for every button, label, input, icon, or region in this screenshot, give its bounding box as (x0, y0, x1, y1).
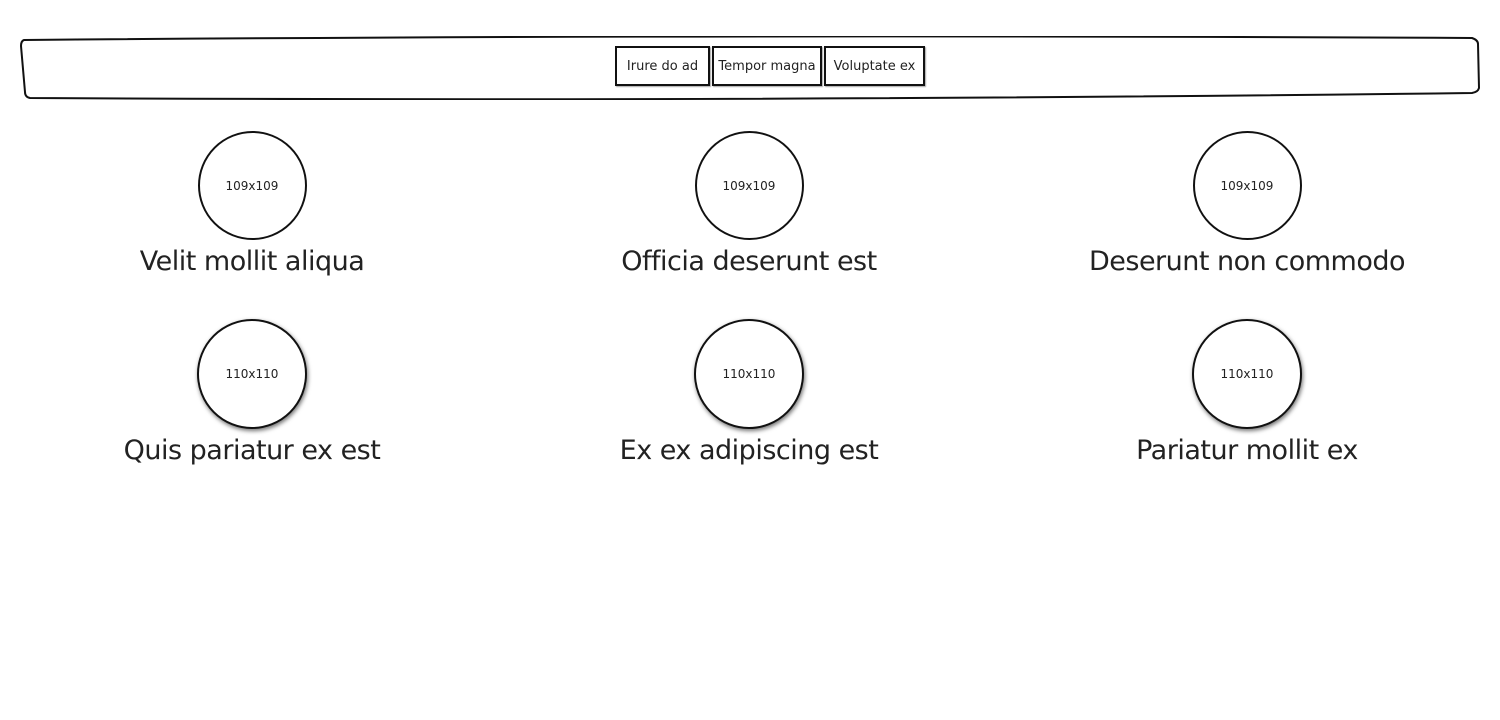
nav-button-group: Irure do ad Tempor magna Voluptate ex (615, 46, 925, 86)
card-officia: 109x109 Officia deserunt est (499, 131, 999, 277)
card-caption: Ex ex adipiscing est (619, 435, 879, 466)
nav-button-irure[interactable]: Irure do ad (615, 46, 710, 86)
card-caption: Velit mollit aliqua (139, 246, 365, 277)
card-caption: Officia deserunt est (621, 246, 877, 277)
image-placeholder: 109x109 (197, 131, 307, 240)
nav-bar: Irure do ad Tempor magna Voluptate ex (20, 36, 1480, 100)
image-placeholder: 109x109 (694, 131, 804, 240)
card-ex-ex: 110x110 Ex ex adipiscing est (499, 319, 999, 466)
image-placeholder: 109x109 (1192, 131, 1302, 240)
card-deserunt: 109x109 Deserunt non commodo (997, 131, 1497, 277)
card-velit: 109x109 Velit mollit aliqua (2, 131, 502, 277)
image-placeholder: 110x110 (197, 319, 307, 429)
card-quis: 110x110 Quis pariatur ex est (2, 319, 502, 466)
card-caption: Quis pariatur ex est (123, 435, 381, 466)
card-pariatur: 110x110 Pariatur mollit ex (997, 319, 1497, 466)
card-caption: Pariatur mollit ex (1136, 435, 1358, 466)
image-placeholder: 110x110 (1192, 319, 1302, 429)
nav-button-voluptate[interactable]: Voluptate ex (824, 46, 925, 86)
image-placeholder: 110x110 (694, 319, 804, 429)
card-caption: Deserunt non commodo (1088, 246, 1406, 277)
nav-button-tempor[interactable]: Tempor magna (712, 46, 822, 86)
